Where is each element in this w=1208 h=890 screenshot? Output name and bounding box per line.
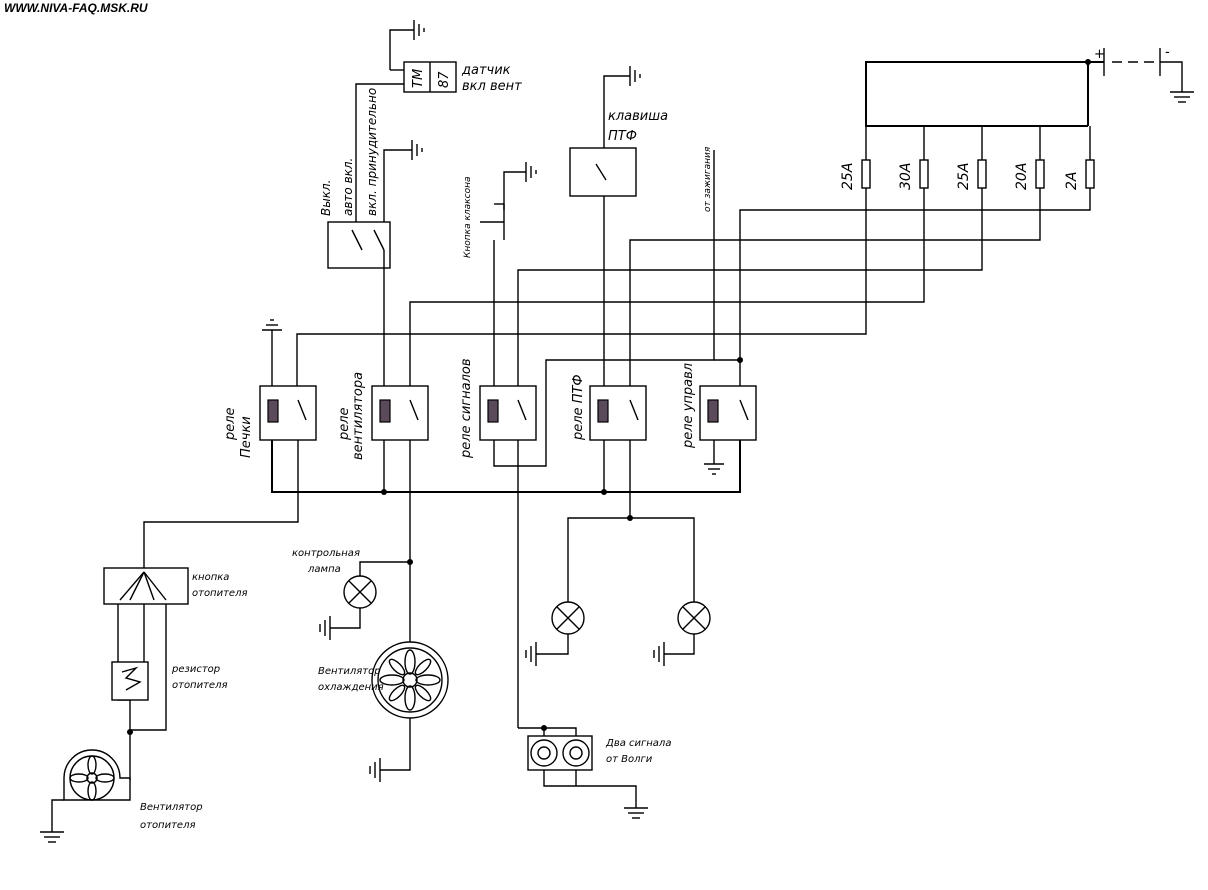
- horn-button-label: Кнопка клаксона: [463, 177, 473, 258]
- control-lamp-label-2: лампа: [307, 564, 341, 575]
- fan-switch-label-1: Выкл.: [319, 180, 333, 216]
- heater-resistor-label-2: отопителя: [172, 680, 227, 691]
- horns-circuit: Два сигнала от Волги: [517, 440, 671, 819]
- heater-button-label-1: кнопка: [192, 572, 229, 583]
- fuse-label-2: 30A: [898, 163, 914, 190]
- cooling-fan-circuit: контрольная лампа Вентилятор охлаждения: [292, 440, 449, 782]
- fog-lamps-circuit: [525, 440, 711, 666]
- sensor-code-1: TM: [411, 69, 426, 88]
- temperature-sensor: TM 87 датчик вкл вент: [355, 20, 522, 230]
- fan-switch-label-2: авто вкл.: [341, 158, 355, 216]
- fuse-label-3: 25A: [956, 163, 972, 190]
- heater-button-label-2: отопителя: [192, 588, 247, 599]
- sensor-label-2: вкл вент: [462, 79, 522, 94]
- cooling-fan-label-1: Вентилятор: [318, 666, 381, 677]
- relay-bus: [271, 440, 741, 495]
- site-url: WWW.NIVA-FAQ.MSK.RU: [4, 1, 148, 15]
- battery-minus: -: [1165, 45, 1170, 60]
- horn-button: Кнопка клаксона: [463, 162, 537, 386]
- fog-key-label-1: клавиша: [608, 109, 668, 124]
- relay-fog: реле ПТФ: [571, 374, 647, 441]
- relay-horn-label: реле сигналов: [459, 358, 474, 459]
- cooling-fan-label-2: охлаждения: [318, 682, 384, 693]
- relay-control: реле управл: [681, 363, 757, 475]
- ignition-label: от зажигания: [703, 146, 713, 212]
- heater-circuit: кнопка отопителя резистор отопителя Вент…: [40, 440, 299, 843]
- heater-resistor-label-1: резистор: [171, 664, 220, 675]
- relay-control-label: реле управл: [681, 363, 696, 449]
- fuse-block: 25A 30A 25A 20A 2A: [840, 59, 1095, 190]
- fog-key-label-2: ПТФ: [608, 129, 637, 144]
- relay-horn: реле сигналов: [459, 358, 537, 459]
- relay-heater: реле Печки: [223, 319, 317, 458]
- battery: + -: [1088, 45, 1194, 103]
- heater-fan-label-1: Вентилятор: [140, 802, 203, 813]
- fan-mode-switch: Выкл. авто вкл. вкл. принудительно: [319, 88, 423, 386]
- sensor-label-1: датчик: [461, 63, 511, 78]
- fuse-label-1: 25A: [840, 163, 856, 190]
- sensor-code-2: 87: [437, 71, 452, 88]
- relay-heater-label-1: реле: [223, 407, 238, 441]
- relay-fan: реле вентилятора: [337, 372, 429, 460]
- fuse-label-5: 2A: [1064, 172, 1080, 190]
- heater-fan-label-2: отопителя: [140, 820, 195, 831]
- relay-fog-label: реле ПТФ: [571, 374, 586, 441]
- battery-plus: +: [1094, 47, 1105, 62]
- control-lamp-label-1: контрольная: [292, 548, 360, 559]
- horns-label-1: Два сигнала: [605, 738, 671, 749]
- fog-light-key: клавиша ПТФ: [569, 66, 668, 386]
- relay-heater-label-2: Печки: [239, 416, 254, 458]
- horns-label-2: от Волги: [606, 754, 653, 765]
- fuse-feed-wires: [296, 150, 1091, 467]
- fuse-label-4: 20A: [1014, 163, 1030, 190]
- relay-fan-label-2: вентилятора: [351, 372, 366, 460]
- relay-fan-label-1: реле: [337, 407, 352, 441]
- fan-switch-label-3: вкл. принудительно: [365, 88, 379, 216]
